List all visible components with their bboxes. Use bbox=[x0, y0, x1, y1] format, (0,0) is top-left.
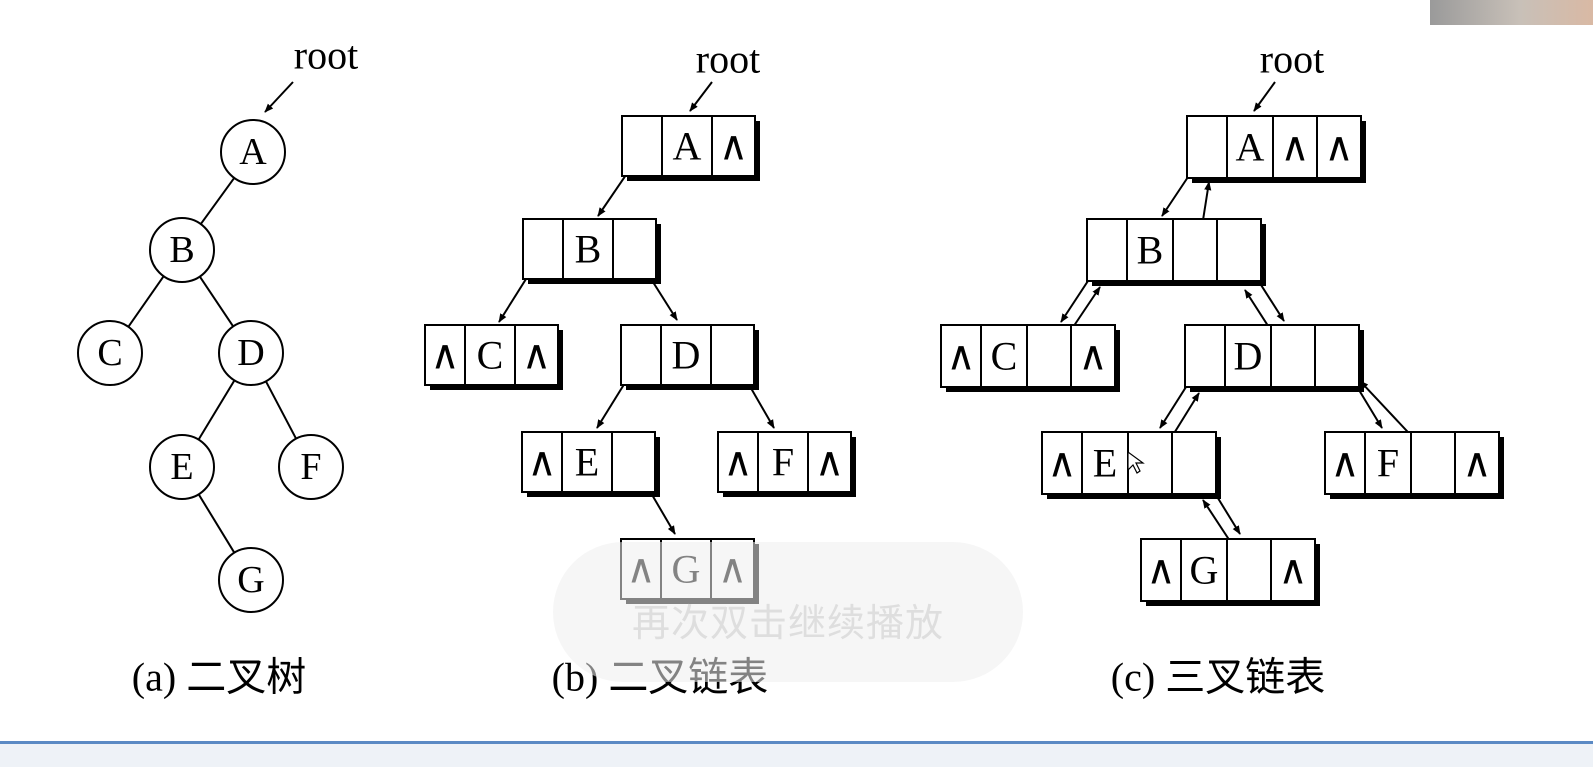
bin-node-b-box bbox=[522, 218, 657, 280]
tree-node-g bbox=[218, 547, 284, 613]
root-label: root bbox=[1260, 37, 1324, 82]
tree-node-b bbox=[149, 217, 215, 283]
null-pointer: ∧ bbox=[1324, 125, 1353, 170]
null-pointer: ∧ bbox=[1047, 441, 1076, 486]
null-pointer: ∧ bbox=[527, 440, 556, 485]
bottom-strip bbox=[0, 744, 1593, 767]
bin-node-a-box bbox=[621, 115, 756, 177]
null-pointer: ∧ bbox=[1330, 441, 1359, 486]
bin-node-data: E bbox=[575, 440, 599, 485]
null-pointer: ∧ bbox=[946, 334, 975, 379]
bin-node-data: F bbox=[772, 440, 794, 485]
tree-node-d bbox=[218, 320, 284, 386]
root-label: root bbox=[696, 37, 760, 82]
tree-node-c bbox=[77, 320, 143, 386]
null-pointer: ∧ bbox=[1280, 125, 1309, 170]
tree-node-label: C bbox=[97, 332, 122, 374]
root-arrow bbox=[264, 81, 294, 113]
tree-node-label: G bbox=[237, 559, 264, 601]
null-pointer: ∧ bbox=[1146, 548, 1175, 593]
root-arrow bbox=[689, 81, 713, 112]
null-pointer: ∧ bbox=[1278, 548, 1307, 593]
bin-node-e-box bbox=[521, 431, 656, 493]
tri-node-data: B bbox=[1137, 228, 1164, 273]
tree-node-label: A bbox=[239, 131, 267, 173]
null-pointer: ∧ bbox=[719, 124, 748, 169]
tri-node-data: C bbox=[991, 334, 1018, 379]
tree-edge-d-e bbox=[197, 379, 236, 441]
bin-node-d-box bbox=[620, 324, 755, 386]
tree-edge-e-g bbox=[197, 493, 236, 554]
bin-node-data: D bbox=[672, 333, 701, 378]
play-hint-text: 再次双击继续播放 bbox=[631, 601, 944, 645]
null-pointer: ∧ bbox=[430, 333, 459, 378]
bin-node-data: C bbox=[477, 333, 504, 378]
tree-node-f bbox=[278, 434, 344, 500]
caption-c: (c) 三叉链表 bbox=[1111, 655, 1325, 700]
tree-node-label: B bbox=[169, 229, 194, 271]
null-pointer: ∧ bbox=[522, 333, 551, 378]
tree-edge-b-c bbox=[127, 275, 165, 328]
bin-node-data: A bbox=[673, 124, 702, 169]
tri-node-data: D bbox=[1234, 334, 1263, 379]
tree-edge-a-b bbox=[199, 177, 236, 225]
caption-a: (a) 二叉树 bbox=[132, 655, 306, 700]
root-label: root bbox=[294, 33, 358, 78]
tree-node-e bbox=[149, 434, 215, 500]
tree-node-label: F bbox=[300, 446, 321, 488]
tree-node-label: E bbox=[170, 446, 193, 488]
null-pointer: ∧ bbox=[723, 440, 752, 485]
tri-node-data: F bbox=[1377, 441, 1399, 486]
shape-layer bbox=[77, 115, 1504, 613]
tri-node-data: E bbox=[1093, 441, 1117, 486]
bin-node-f-box bbox=[717, 431, 852, 493]
tri-node-data: A bbox=[1236, 125, 1265, 170]
play-hint-overlay[interactable]: 再次双击继续播放 bbox=[553, 542, 1023, 682]
null-pointer: ∧ bbox=[815, 440, 844, 485]
bottom-accent-bar bbox=[0, 741, 1593, 744]
tri-node-data: G bbox=[1190, 548, 1219, 593]
tree-edge-d-f bbox=[265, 380, 297, 440]
video-thumbnail[interactable] bbox=[1430, 0, 1593, 25]
null-pointer: ∧ bbox=[1462, 441, 1491, 486]
tree-edge-b-d bbox=[198, 276, 235, 327]
bin-node-data: B bbox=[575, 227, 602, 272]
mouse-cursor-icon bbox=[1127, 450, 1145, 474]
root-arrow bbox=[1253, 81, 1276, 112]
bin-node-c-box bbox=[424, 324, 559, 386]
tree-node-label: D bbox=[237, 332, 264, 374]
tree-node-a bbox=[220, 119, 286, 185]
null-pointer: ∧ bbox=[1078, 334, 1107, 379]
